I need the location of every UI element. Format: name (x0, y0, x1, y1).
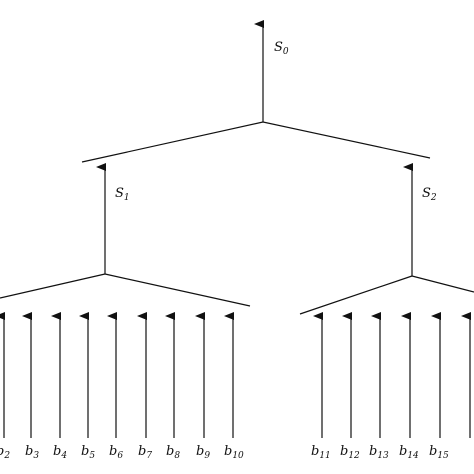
leaf-label-b8: b8 (166, 444, 180, 461)
leaf-label-b3: b3 (25, 444, 39, 461)
leaf-label-b5: b5 (81, 444, 95, 461)
root-join-right (262, 121, 431, 159)
leaf-label-b14: b14 (399, 444, 419, 461)
leaf-label-b15: b15 (429, 444, 449, 461)
root-label: S0 (274, 40, 289, 57)
leaf-label-b6: b6 (109, 444, 123, 461)
root-join-left (81, 121, 264, 163)
leaf-label-b11: b11 (311, 444, 331, 461)
s2-label: S2 (422, 186, 437, 203)
s1-label: S1 (115, 186, 130, 203)
leaf-label-b2: b2 (0, 444, 10, 461)
leaf-label-b7: b7 (138, 444, 152, 461)
leaf-label-b10: b10 (224, 444, 244, 461)
s1-join-right (104, 273, 251, 307)
s1-join-left (0, 273, 106, 299)
s2-join-right (411, 275, 474, 293)
s2-join-left (299, 275, 413, 315)
leaf-label-b12: b12 (340, 444, 360, 461)
leaf-label-b4: b4 (53, 444, 67, 461)
leaf-label-b13: b13 (369, 444, 389, 461)
leaf-label-b9: b9 (196, 444, 210, 461)
